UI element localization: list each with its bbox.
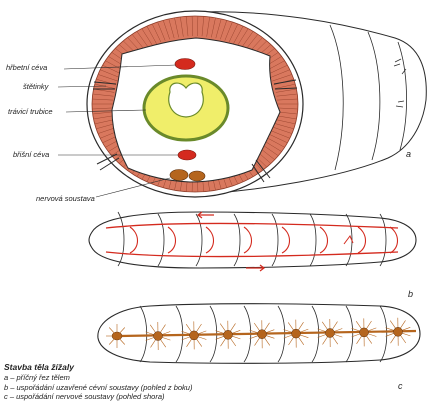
label-nervous-system: nervová soustava	[36, 194, 95, 203]
ganglion	[190, 331, 199, 340]
panel-label-b: b	[408, 289, 413, 299]
label-setae: štětinky	[23, 82, 50, 91]
cross-section-figure: hřbetní céva štětinky trávicí trubice bř…	[6, 11, 426, 203]
nerve-cord-right	[189, 171, 205, 181]
dorsal-vessel	[175, 59, 195, 70]
gut-typhlosole	[169, 83, 203, 117]
ganglion	[258, 330, 267, 339]
label-ventral-vessel: břišní céva	[13, 150, 49, 159]
nerve-cord-left	[170, 170, 188, 181]
ganglion	[360, 328, 369, 337]
label-dorsal-vessel: hřbetní céva	[6, 63, 47, 72]
worm-body-b	[89, 212, 416, 268]
ganglion	[224, 330, 233, 339]
caption-title: Stavba těla žížaly	[4, 362, 324, 372]
ganglion	[394, 327, 403, 336]
circulatory-figure: b	[89, 212, 416, 299]
ganglion	[154, 332, 163, 341]
ventral-vessel	[178, 150, 196, 160]
ganglion	[326, 329, 335, 338]
panel-label-c: c	[398, 381, 403, 391]
caption: Stavba těla žížaly a – příčný řez tělem …	[4, 362, 324, 402]
ganglion	[292, 329, 301, 338]
label-gut: trávicí trubice	[8, 107, 53, 116]
caption-line-b: b – uspořádání uzavřené cévní soustavy (…	[4, 383, 324, 393]
caption-line-c: c – uspořádání nervové soustavy (pohled …	[4, 392, 324, 402]
panel-label-a: a	[406, 149, 411, 159]
caption-line-a: a – příčný řez tělem	[4, 373, 324, 383]
